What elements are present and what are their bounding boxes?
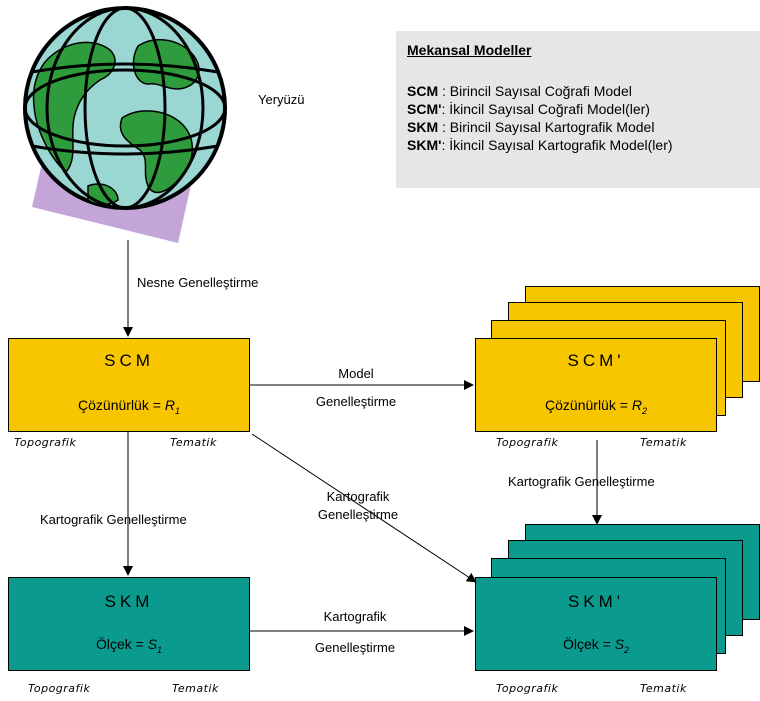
scm2-box: SCM' Çözünürlük = R2 <box>475 338 717 432</box>
skm-tag-tematik: Tematik <box>172 682 219 695</box>
label-kart-diag-2: Genelleştirme <box>317 507 399 522</box>
scm-title: SCM <box>104 351 154 370</box>
scm-formula: Çözünürlük = R1 <box>78 397 180 416</box>
globe-land-americas <box>32 41 116 174</box>
skm2-formula: Ölçek = S2 <box>562 636 630 655</box>
scm-tag-topografik: Topografik <box>14 436 77 449</box>
legend-title: Mekansal Modeller <box>407 42 532 58</box>
skm-formula: Ölçek = S1 <box>95 636 163 655</box>
label-kart-diag-1: Kartografik <box>326 489 390 504</box>
scm-box: SCM Çözünürlük = R1 <box>8 338 250 432</box>
label-model-1: Model <box>338 366 374 381</box>
skm2-title: SKM' <box>567 592 625 611</box>
skm-title: SKM <box>104 592 154 611</box>
label-kart-bottom-2: Genelleştirme <box>314 640 396 655</box>
skm-tag-topografik: Topografik <box>28 682 91 695</box>
scm2-tag-tematik: Tematik <box>640 436 687 449</box>
label-nesne: Nesne Genelleştirme <box>137 275 259 290</box>
skm2-tag-topografik: Topografik <box>496 682 559 695</box>
scm-tag-tematik: Tematik <box>170 436 217 449</box>
label-kart-bottom-1: Kartografik <box>323 609 387 624</box>
globe-icon <box>23 6 227 243</box>
label-kart-right: Kartografik Genelleştirme <box>508 474 655 489</box>
globe-label: Yeryüzü <box>258 92 305 107</box>
skm2-tag-tematik: Tematik <box>640 682 687 695</box>
legend-panel: Mekansal Modeller SCM : Birincil Sayısal… <box>396 31 760 188</box>
label-model-2: Genelleştirme <box>315 394 397 409</box>
scm2-tag-topografik: Topografik <box>496 436 559 449</box>
legend-row-skm2: SKM': İkincil Sayısal Kartografik Model(… <box>407 137 673 153</box>
legend-row-scm: SCM : Birincil Sayısal Coğrafi Model <box>407 83 632 99</box>
legend-row-scm2: SCM': İkincil Sayısal Coğrafi Model(ler) <box>407 101 650 117</box>
skm2-box: SKM' Ölçek = S2 <box>475 577 717 671</box>
scm2-title: SCM' <box>567 351 625 370</box>
arrow-kart-diagonal <box>251 433 477 583</box>
scm2-formula: Çözünürlük = R2 <box>545 397 647 416</box>
label-kart-left: Kartografik Genelleştirme <box>40 512 187 527</box>
legend-row-skm: SKM : Birincil Sayısal Kartografik Model <box>407 119 655 135</box>
skm-box: SKM Ölçek = S1 <box>8 577 250 671</box>
